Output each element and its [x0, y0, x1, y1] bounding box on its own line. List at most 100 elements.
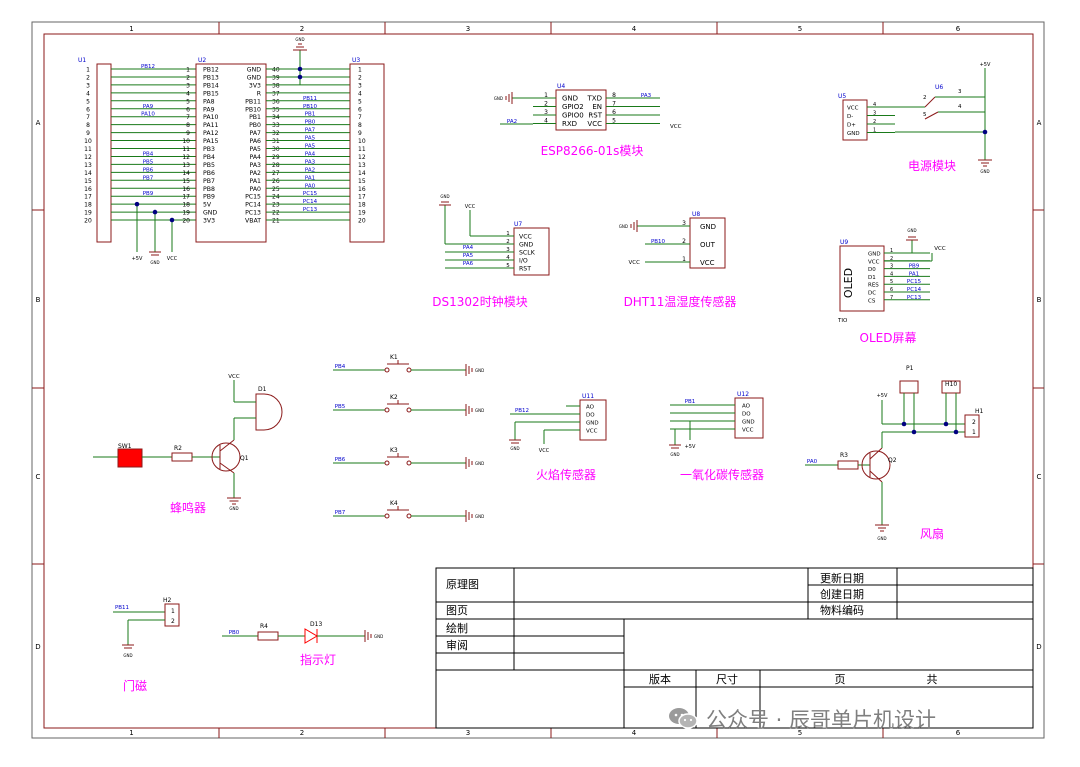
- key-contact: [384, 460, 390, 466]
- u2-right-net: PA3: [305, 159, 316, 165]
- u8-pin: VCC: [700, 259, 715, 267]
- u8-vcc-label: VCC: [629, 260, 641, 266]
- u11-pin: VCC: [586, 429, 598, 435]
- u7-pin: I/O: [519, 258, 528, 265]
- u2-left-pin-num: 5: [186, 98, 190, 105]
- u2-right-pin-name: R: [257, 90, 262, 97]
- u2-left-pin-num: 8: [186, 122, 190, 129]
- u4-left-num: 2: [544, 101, 548, 108]
- ds1302-module-label: DS1302时钟模块: [432, 294, 527, 309]
- u7-gnd-label: GND: [440, 194, 449, 199]
- u2-left-pin-num: 6: [186, 106, 190, 113]
- u3-pin-number: 9: [358, 130, 362, 137]
- u3-pin-number: 8: [358, 122, 362, 129]
- u1-ref: U1: [78, 57, 86, 64]
- u3-pin-number: 2: [358, 74, 362, 81]
- inner-frame: [43, 33, 1034, 729]
- row-letter-left: D: [35, 643, 40, 651]
- key-contact: [384, 513, 390, 519]
- u2-left-pin-num: 13: [182, 162, 190, 169]
- u2-left-pin-name: PB13: [203, 74, 219, 81]
- door-gnd-label: GND: [123, 653, 132, 658]
- tb-draw: 绘制: [446, 621, 468, 635]
- u2-right-net: PA2: [305, 167, 315, 173]
- u9-net: PA1: [909, 271, 919, 277]
- u2-left-pin-name: 5V: [203, 202, 212, 209]
- r4-ref: R4: [260, 623, 268, 630]
- u2-left-net: PB5: [143, 159, 154, 165]
- u1-body: [96, 63, 112, 243]
- u2-left-pin-name: PB14: [203, 82, 219, 89]
- u2-right-pin-name: GND: [247, 74, 261, 81]
- u9-ref: U9: [840, 239, 848, 246]
- u3-pin-number: 6: [358, 106, 362, 113]
- u7-vcc-label: VCC: [465, 204, 476, 210]
- fan-5v-label: +5V: [877, 393, 888, 399]
- buzzer-gnd-label: GND: [229, 506, 238, 511]
- u8-pin: OUT: [700, 241, 716, 249]
- u12-pin: DO: [742, 412, 751, 418]
- key-net: PB4: [335, 364, 346, 370]
- u9-num: 5: [890, 279, 893, 285]
- tb-review: 审阅: [446, 638, 468, 652]
- u8-pin: GND: [700, 223, 716, 231]
- r2-ref: R2: [174, 445, 182, 452]
- u2-right-pin-name: PB11: [245, 98, 261, 105]
- u2-right-pin-num: 25: [272, 186, 280, 193]
- u9-body: [839, 245, 885, 312]
- u2-left-net: PA9: [143, 104, 154, 110]
- h10-body: [941, 380, 961, 394]
- u2-right-pin-num: 24: [272, 194, 280, 201]
- q1-emitter: [219, 462, 235, 474]
- u2-right-pin-name: PB0: [249, 122, 261, 129]
- u2-right-pin-name: PA0: [249, 186, 261, 193]
- u9-pin: CS: [868, 298, 876, 304]
- u2-ref: U2: [198, 57, 206, 64]
- tb-name: 原理图: [446, 578, 479, 591]
- tb-version: 版本: [649, 672, 671, 686]
- u2-right-pin-name: PA6: [249, 138, 261, 145]
- u2-right-pin-num: 22: [272, 210, 280, 217]
- u2-left-pin-name: PA10: [203, 114, 219, 121]
- u7-num: 4: [506, 255, 510, 261]
- u6-num: 2: [923, 95, 927, 101]
- u2-body: [195, 63, 267, 243]
- u12-pin: AO: [742, 404, 751, 410]
- u3-body: [349, 63, 385, 243]
- key-gnd-label: GND: [475, 514, 484, 519]
- u2-right-pin-name: PA1: [249, 178, 261, 185]
- u1-pin-number: 3: [86, 82, 90, 89]
- q1-ref: Q1: [240, 455, 249, 462]
- u2-right-net: PB1: [305, 112, 316, 118]
- u9-net: PC13: [907, 295, 922, 301]
- u5-num: 1: [873, 128, 876, 134]
- q2-circle: [861, 450, 891, 480]
- u8-num: 1: [682, 256, 686, 263]
- u2-right-pin-num: 38: [272, 82, 280, 89]
- u3-pin-number: 15: [358, 178, 366, 185]
- buzzer-module-label: 蜂鸣器: [170, 500, 206, 515]
- key-contact: [384, 367, 390, 373]
- u2-right-pin-name: PA4: [249, 154, 261, 161]
- u2-left-net: PB12: [141, 64, 155, 70]
- u9-num: 3: [890, 264, 893, 270]
- u11-gnd-label: GND: [510, 446, 519, 451]
- h1-ref: H1: [975, 408, 984, 415]
- oled-module-label: OLED屏幕: [860, 331, 917, 345]
- u2-left-pin-num: 14: [182, 170, 190, 177]
- u2-left-pin-name: PB5: [203, 162, 215, 169]
- u8-body: [689, 217, 726, 269]
- u11-pin: GND: [586, 421, 599, 427]
- u6-num: 4: [958, 104, 962, 110]
- u2-right-pin-name: 3V3: [249, 82, 261, 89]
- u9-net: PC14: [907, 287, 922, 293]
- u2-right-pin-name: PA3: [249, 162, 261, 169]
- key-contact: [406, 513, 412, 519]
- u2-right-net: PC15: [303, 191, 318, 197]
- u12-pin: GND: [742, 420, 755, 426]
- fan-gnd-label: GND: [877, 536, 886, 541]
- u8-num: 2: [682, 238, 686, 245]
- h1-pin: 2: [972, 419, 976, 426]
- column-number-bottom: 4: [632, 729, 637, 737]
- key-contact: [406, 367, 412, 373]
